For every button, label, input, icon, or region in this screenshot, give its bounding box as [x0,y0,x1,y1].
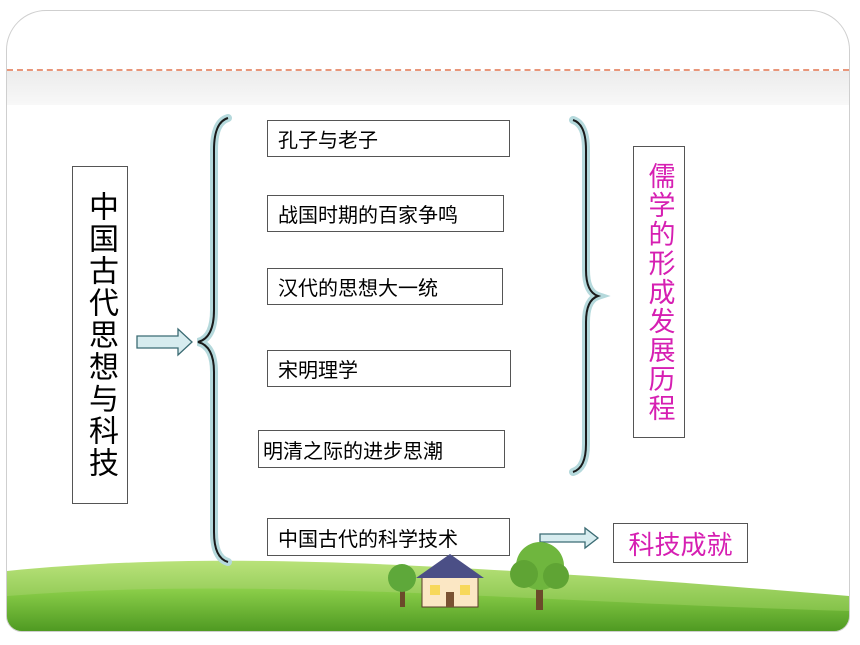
confucian-group-box: 儒学的形成发展历程 [633,146,685,438]
topic-box-6: 中国古代的科学技术 [267,518,510,556]
root-topic-label: 中国古代思想与科技 [83,191,118,479]
tech-result-box: 科技成就 [613,523,748,563]
tech-result-label: 科技成就 [628,530,733,561]
topic-box-5: 明清之际的进步思潮 [258,430,505,468]
house-icon [416,554,484,608]
topic-label-3: 汉代的思想大一统 [278,276,438,300]
topic-label-5: 明清之际的进步思潮 [263,438,443,463]
topic-box-1: 孔子与老子 [267,120,510,157]
topic-label-6: 中国古代的科学技术 [278,526,458,551]
tree-left-icon [388,564,416,607]
topic-box-3: 汉代的思想大一统 [267,268,503,305]
topic-label-1: 孔子与老子 [278,128,378,152]
header-band [7,71,849,105]
root-topic-box: 中国古代思想与科技 [72,166,128,504]
root-arrow [136,327,193,357]
confucian-group-label: 儒学的形成发展历程 [643,161,675,423]
topic-label-2: 战国时期的百家争鸣 [278,203,458,227]
topic-label-4: 宋明理学 [278,358,358,382]
topic-box-2: 战国时期的百家争鸣 [267,195,504,232]
tech-arrow [539,526,600,550]
topic-box-4: 宋明理学 [267,350,511,387]
tree-right-icon [510,542,569,610]
dashed-divider [7,69,849,71]
